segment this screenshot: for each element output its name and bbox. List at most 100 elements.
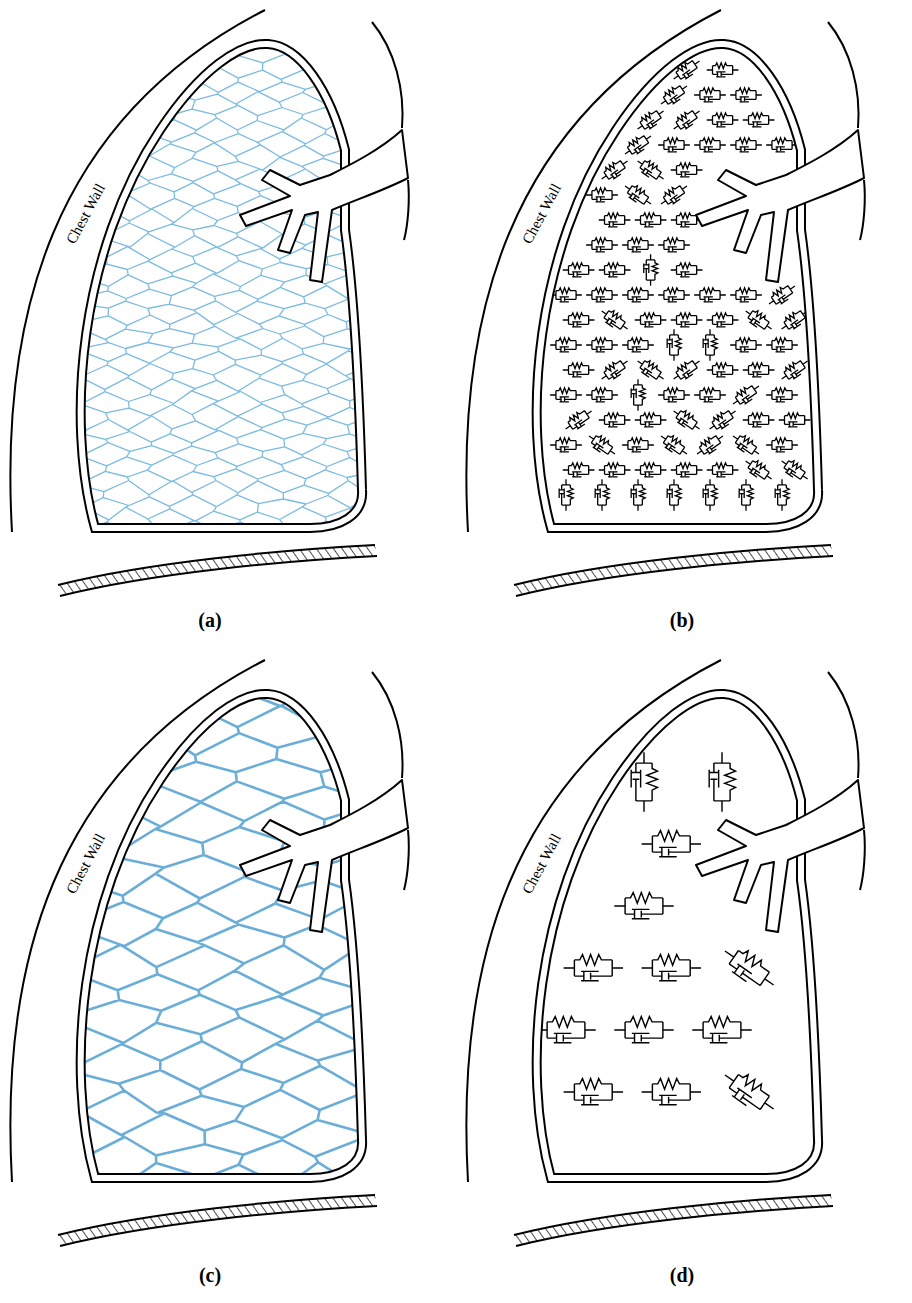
alveolar-mesh (37, 13, 456, 612)
spring-dashpot-element (635, 213, 667, 227)
spring-dashpot-element (703, 329, 717, 361)
spring-dashpot-element (635, 413, 667, 427)
spring-dashpot-element (586, 238, 618, 252)
diaphragm-line (60, 1206, 377, 1246)
spring-dashpot-element (671, 313, 703, 327)
bronchus (696, 780, 864, 932)
spring-dashpot-element (585, 430, 619, 460)
chest-wall-label: Chest Wall (63, 831, 109, 897)
spring-dashpot-element (709, 752, 735, 811)
spring-dashpot-element (642, 955, 701, 981)
spring-dashpot-element (586, 288, 618, 302)
spring-dashpot-element (642, 1079, 701, 1105)
spring-dashpot-element (729, 430, 763, 460)
spring-dashpot-element (536, 1017, 595, 1043)
spring-dashpot-element (621, 130, 655, 160)
spring-dashpot-element (707, 113, 739, 127)
alveolar-mesh (36, 659, 456, 1283)
lung-content (550, 55, 812, 511)
spring-dashpot-element (657, 430, 691, 460)
diaphragm-line (58, 545, 375, 585)
spring-dashpot-element (705, 405, 739, 435)
lung-illustration (0, 0, 456, 650)
spring-dashpot-element (658, 238, 690, 252)
spring-dashpot-element (669, 355, 703, 385)
lung-content (37, 13, 456, 612)
bronchus (240, 130, 408, 282)
spring-dashpot-element (730, 88, 762, 102)
spring-dashpot-element (633, 105, 667, 135)
diaphragm-line (58, 1195, 375, 1235)
pleura-outer (537, 694, 818, 1178)
spring-dashpot-element (670, 405, 704, 435)
diaphragm-hatch (58, 1195, 377, 1246)
lung-content (536, 752, 781, 1119)
diaphragm-line (60, 556, 377, 596)
spring-dashpot-element (563, 263, 595, 277)
spring-dashpot-element (730, 138, 762, 152)
spring-dashpot-element (693, 430, 727, 460)
spring-dashpot-element (559, 479, 573, 511)
spring-dashpot-element (669, 105, 703, 135)
chest-wall-line (10, 10, 265, 532)
pleura-outer (537, 44, 818, 528)
spring-dashpot-element (597, 355, 631, 385)
spring-dashpot-element (550, 338, 582, 352)
spring-dashpot-element (644, 254, 658, 286)
diaphragm-hatch (514, 1195, 833, 1246)
spring-dashpot-element (561, 405, 595, 435)
spring-dashpot-element (778, 455, 812, 485)
spring-dashpot-element (658, 138, 690, 152)
chest-wall-label: Chest Wall (63, 181, 109, 247)
diaphragm-line (516, 1206, 833, 1246)
spring-dashpot-element (766, 438, 798, 452)
spring-dashpot-element (671, 263, 703, 277)
spring-dashpot-element (743, 413, 775, 427)
diaphragm-hatch (514, 545, 833, 596)
chest-wall-line (466, 660, 721, 1182)
spring-dashpot-element (622, 238, 654, 252)
spring-dashpot-element (766, 338, 798, 352)
spring-dashpot-element (658, 288, 690, 302)
spring-dashpot-element (707, 313, 739, 327)
spring-dashpot-element (667, 479, 681, 511)
spring-dashpot-element (671, 463, 703, 477)
spring-dashpot-element (550, 388, 582, 402)
panel-label: (b) (670, 609, 694, 632)
spring-dashpot-element (635, 463, 667, 477)
spring-dashpot-element (563, 363, 595, 377)
spring-dashpot-element (742, 455, 776, 485)
pleura-space (537, 694, 818, 1178)
spring-dashpot-element (631, 379, 645, 411)
mediastinum-line (372, 672, 409, 890)
chest-wall-line (10, 660, 265, 1182)
diaphragm-line (516, 556, 833, 596)
spring-dashpot-element (599, 413, 631, 427)
pleura-space (537, 44, 818, 528)
spring-dashpot-element (718, 1064, 782, 1120)
spring-dashpot-element (657, 80, 691, 110)
chest-wall-line (466, 10, 721, 532)
spring-dashpot-element (564, 955, 623, 981)
pleura-space (81, 44, 362, 528)
spring-dashpot-element (622, 438, 654, 452)
mediastinum-line (828, 22, 865, 240)
pleura-space (81, 694, 362, 1178)
spring-dashpot-element (635, 313, 667, 327)
spring-dashpot-element (718, 940, 782, 996)
spring-dashpot-element (671, 163, 703, 177)
spring-dashpot-element (598, 305, 632, 335)
panel-label: (d) (670, 1264, 694, 1287)
spring-dashpot-element (694, 88, 726, 102)
spring-dashpot-element (642, 831, 701, 857)
spring-dashpot-element (586, 388, 618, 402)
spring-dashpot-element (657, 180, 691, 210)
spring-dashpot-element (622, 288, 654, 302)
lung-illustration (0, 650, 456, 1300)
spring-dashpot-element (766, 138, 798, 152)
bronchus (240, 780, 408, 932)
spring-dashpot-element (694, 138, 726, 152)
spring-dashpot-element (631, 479, 645, 511)
spring-dashpot-element (743, 113, 775, 127)
